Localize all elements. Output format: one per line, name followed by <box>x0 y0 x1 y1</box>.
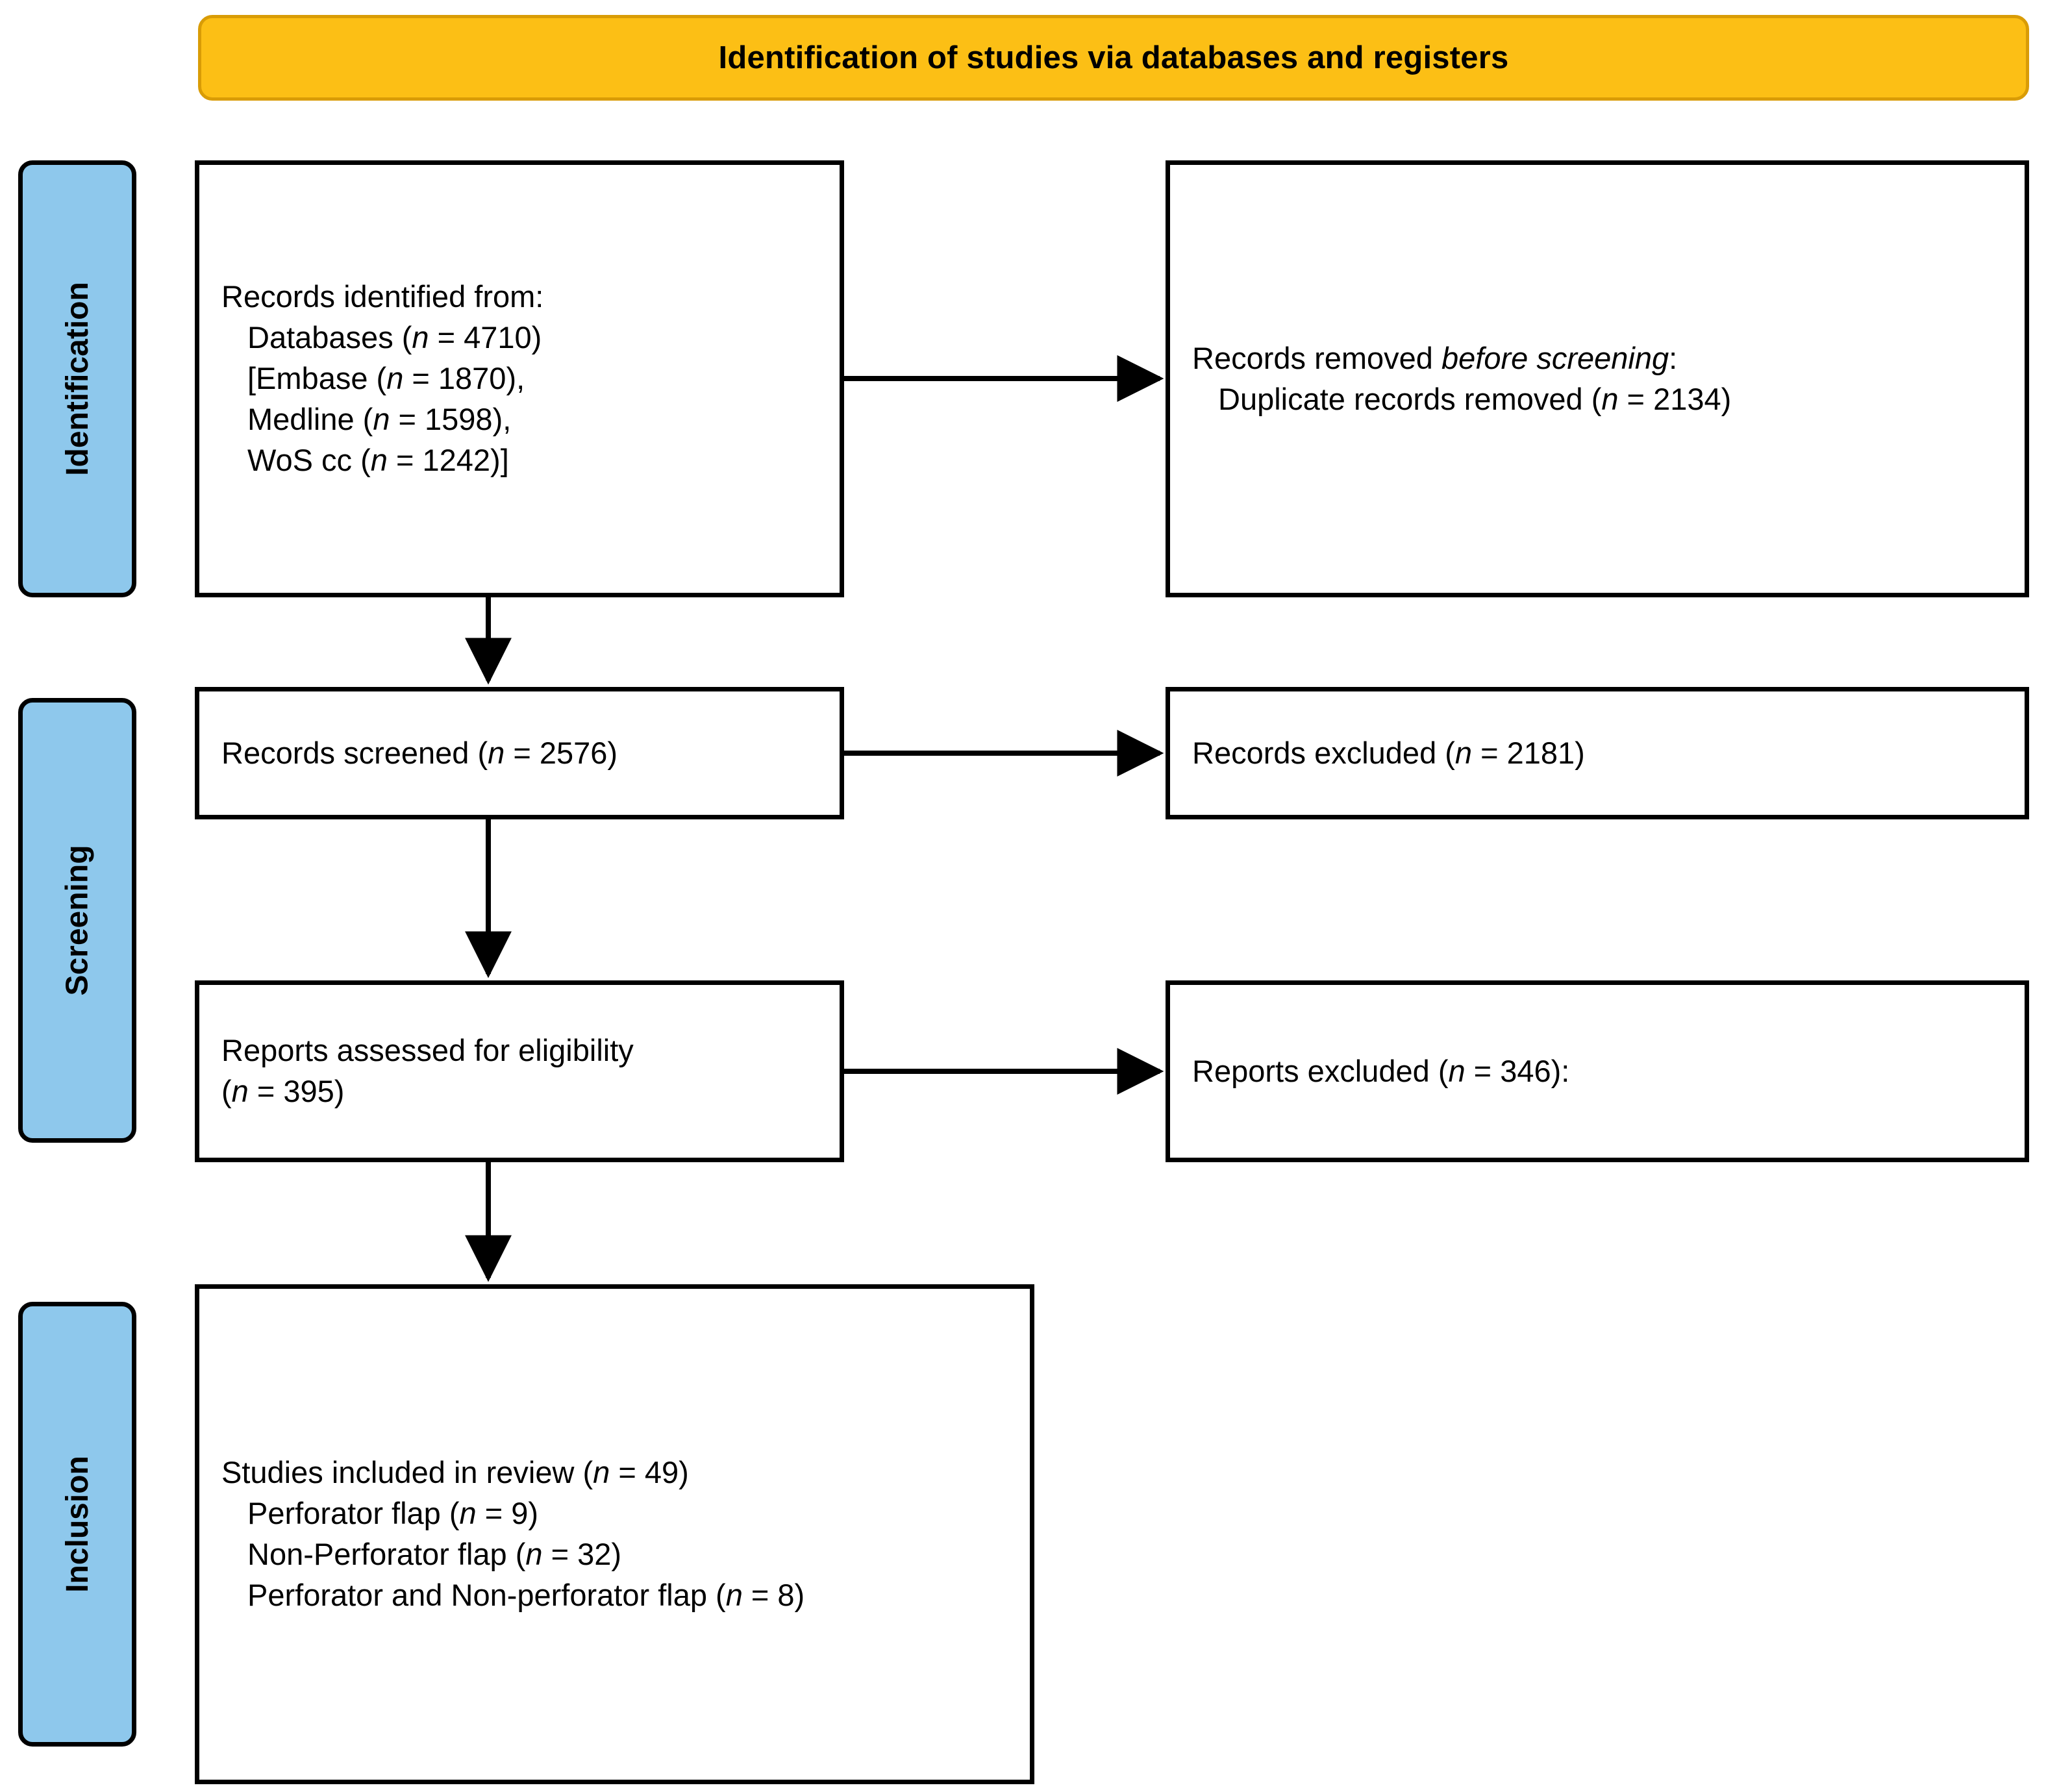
box-records-identified: Records identified from: Databases (n = … <box>195 160 844 597</box>
box-records-removed-body: Records removed before screening: Duplic… <box>1170 338 2025 420</box>
box-records-excluded-body: Records excluded (n = 2181) <box>1170 733 2025 774</box>
box-reports-assessed-body: Reports assessed for eligibility (n = 39… <box>199 1030 840 1112</box>
box-reports-excluded-body: Reports excluded (n = 346): <box>1170 1051 2025 1092</box>
stage-label-identification: Identification <box>60 282 95 476</box>
box-records-identified-body: Records identified from: Databases (n = … <box>199 277 840 481</box>
studies-included-line-non-perforator: Non-Perforator flap (n = 32) <box>247 1537 622 1571</box>
records-identified-line-databases: Databases (n = 4710) <box>247 320 542 355</box>
studies-included-line-0: Studies included in review (n = 49) <box>221 1455 689 1490</box>
box-records-removed: Records removed before screening: Duplic… <box>1166 160 2029 597</box>
studies-included-line-perforator: Perforator flap (n = 9) <box>247 1496 539 1531</box>
records-removed-line-duplicates: Duplicate records removed (n = 2134) <box>1218 381 1732 416</box>
stage-label-screening: Screening <box>60 845 95 996</box>
box-studies-included: Studies included in review (n = 49) Perf… <box>195 1284 1034 1784</box>
records-removed-line-0: Records removed before screening: <box>1192 340 1678 375</box>
records-excluded-line-0: Records excluded (n = 2181) <box>1192 735 1585 770</box>
stage-label-inclusion: Inclusion <box>60 1456 95 1593</box>
box-records-screened-body: Records screened (n = 2576) <box>199 733 840 774</box>
reports-assessed-line-1: (n = 395) <box>221 1074 345 1108</box>
records-identified-line-0: Records identified from: <box>221 279 544 314</box>
studies-included-line-both: Perforator and Non-perforator flap (n = … <box>247 1577 805 1612</box>
box-records-excluded: Records excluded (n = 2181) <box>1166 687 2029 819</box>
records-identified-line-wos: WoS cc (n = 1242)] <box>247 442 509 477</box>
records-identified-line-medline: Medline (n = 1598), <box>247 401 512 436</box>
header-banner: Identification of studies via databases … <box>198 15 2029 101</box>
box-records-screened: Records screened (n = 2576) <box>195 687 844 819</box>
records-screened-line-0: Records screened (n = 2576) <box>221 735 618 770</box>
stage-pill-identification: Identification <box>18 160 136 597</box>
stage-pill-screening: Screening <box>18 698 136 1143</box>
box-studies-included-body: Studies included in review (n = 49) Perf… <box>199 1452 1030 1616</box>
reports-assessed-line-0: Reports assessed for eligibility <box>221 1033 634 1068</box>
reports-excluded-line-0: Reports excluded (n = 346): <box>1192 1053 1570 1088</box>
box-reports-excluded: Reports excluded (n = 346): <box>1166 980 2029 1162</box>
stage-pill-inclusion: Inclusion <box>18 1302 136 1747</box>
header-title: Identification of studies via databases … <box>718 40 1509 75</box>
box-reports-assessed-eligibility: Reports assessed for eligibility (n = 39… <box>195 980 844 1162</box>
records-identified-line-embase: [Embase (n = 1870), <box>247 361 525 396</box>
